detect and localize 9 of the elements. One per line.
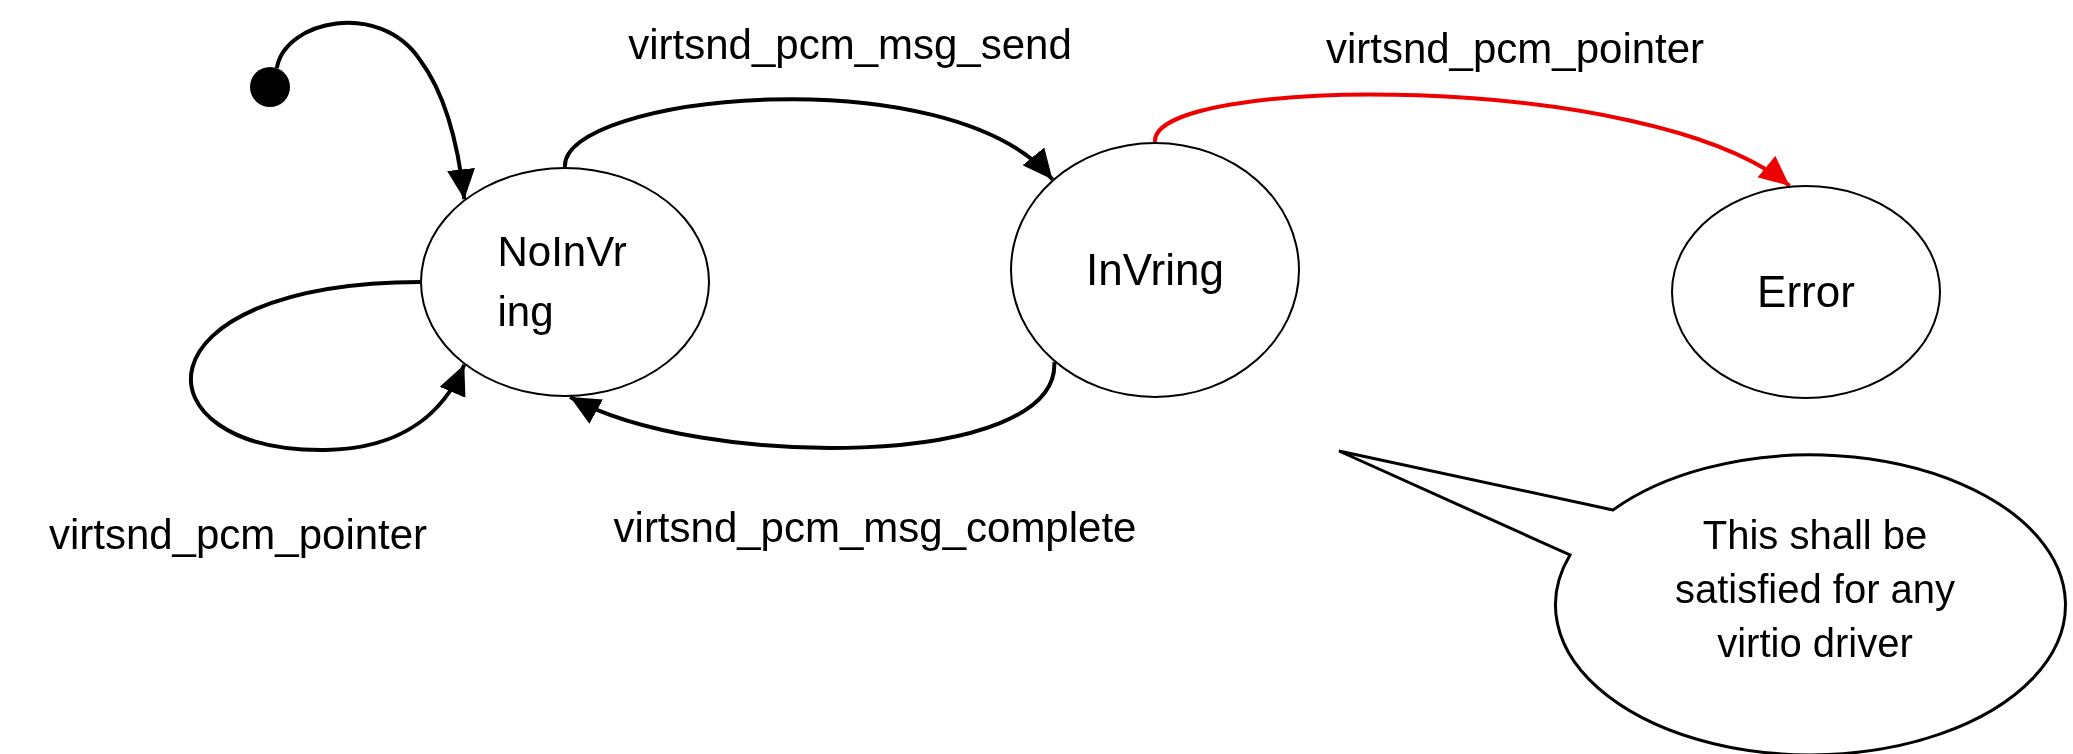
- arrow: [189, 280, 467, 452]
- arrow: [569, 361, 1057, 450]
- arrow: [563, 97, 1054, 181]
- state-name: InVring: [1086, 244, 1224, 296]
- arrow: [274, 21, 475, 200]
- callout-text: This shall be satisfied for any virtio driver: [1673, 512, 1957, 667]
- arrow: [1153, 92, 1791, 188]
- state-name: NoInVring: [497, 227, 628, 337]
- state-name: Error: [1757, 266, 1855, 318]
